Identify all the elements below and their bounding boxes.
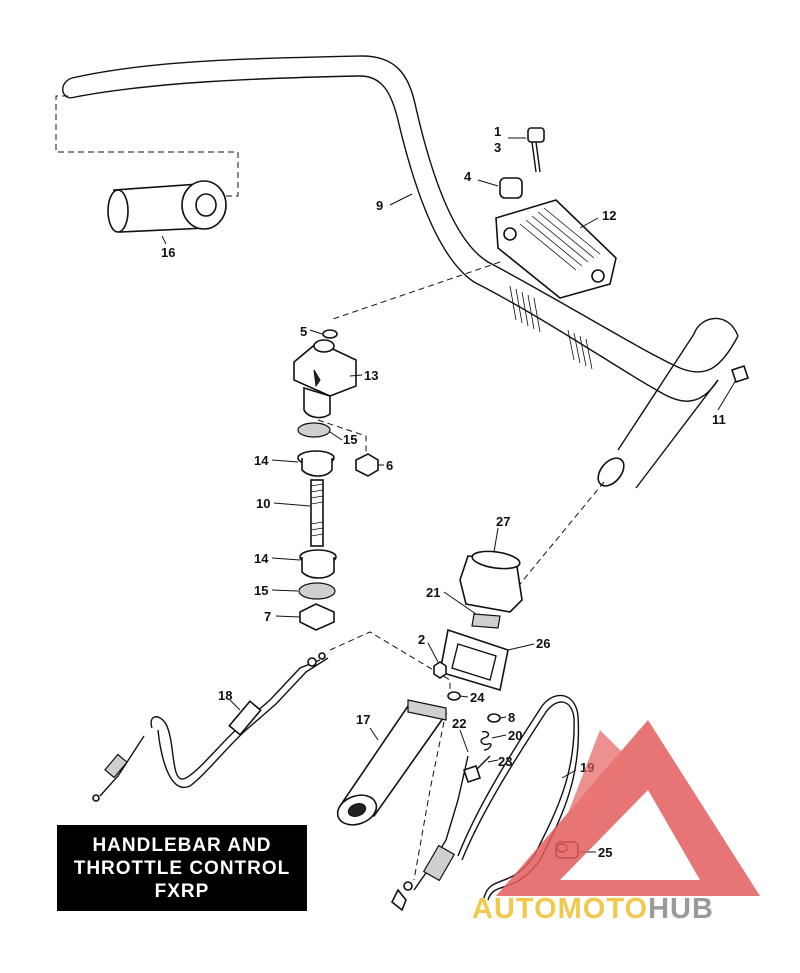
washer-8 [487,713,501,723]
callout-6: 6 [386,458,393,473]
screw-2 [433,661,447,679]
watermark-moto: MOTO [557,893,649,925]
callout-25: 25 [598,845,612,860]
spring-20 [480,730,492,751]
callout-14b: 14 [254,551,269,566]
stud-10 [310,479,324,547]
nut-6 [355,453,379,477]
callout-4: 4 [464,169,472,184]
washer-24 [447,691,461,701]
callout-18: 18 [218,688,232,703]
washer-15b [298,582,336,600]
callout-13: 13 [364,368,378,383]
watermark-text: AUTOMOTOHUB [472,893,714,926]
callout-3: 3 [494,140,501,155]
callout-16: 16 [161,245,175,260]
callout-20: 20 [508,728,522,743]
title-line-2: THROTTLE CONTROL [73,857,291,879]
screw-23 [462,755,491,784]
callout-12: 12 [602,208,616,223]
cable-22 [390,755,469,912]
nut-7 [299,603,335,631]
grip-16 [107,180,227,233]
watermark-logo [496,720,760,896]
callout-24: 24 [470,690,485,705]
callout-15a: 15 [343,432,357,447]
title-box: HANDLEBAR AND THROTTLE CONTROL FXRP [57,825,307,911]
cable-guide-21 [471,613,501,629]
callout-8: 8 [508,710,515,725]
callout-11: 11 [712,412,726,427]
watermark-hub: HUB [648,893,714,925]
housing-27 [459,550,523,613]
washer-15a [297,422,331,438]
housing-26 [439,628,509,692]
callout-27: 27 [496,514,510,529]
callout-15b: 15 [254,583,268,598]
callout-5: 5 [300,324,307,339]
spacer-4 [499,177,523,199]
watermark-auto: AUTO [472,893,558,925]
title-line-3: FXRP [154,880,210,902]
callout-14a: 14 [254,453,269,468]
callout-23: 23 [498,754,512,769]
throttle-grip-17 [336,699,448,826]
bushing-14a [297,450,335,477]
screw-11 [730,364,750,384]
callout-2: 2 [418,632,425,647]
callout-10: 10 [256,496,270,511]
bushing-14b [299,549,337,579]
callout-17: 17 [356,712,370,727]
screw-1 [527,127,545,173]
clamp-12 [495,199,617,299]
callout-7: 7 [264,609,271,624]
washer-5 [322,329,338,339]
handlebar [62,55,739,489]
callout-1: 1 [494,124,501,139]
callout-9: 9 [376,198,383,213]
callout-22: 22 [452,716,466,731]
callout-26: 26 [536,636,550,651]
cable-18 [92,652,329,802]
callout-21: 21 [426,585,440,600]
title-line-1: HANDLEBAR AND [92,834,272,856]
riser-13 [293,339,357,419]
